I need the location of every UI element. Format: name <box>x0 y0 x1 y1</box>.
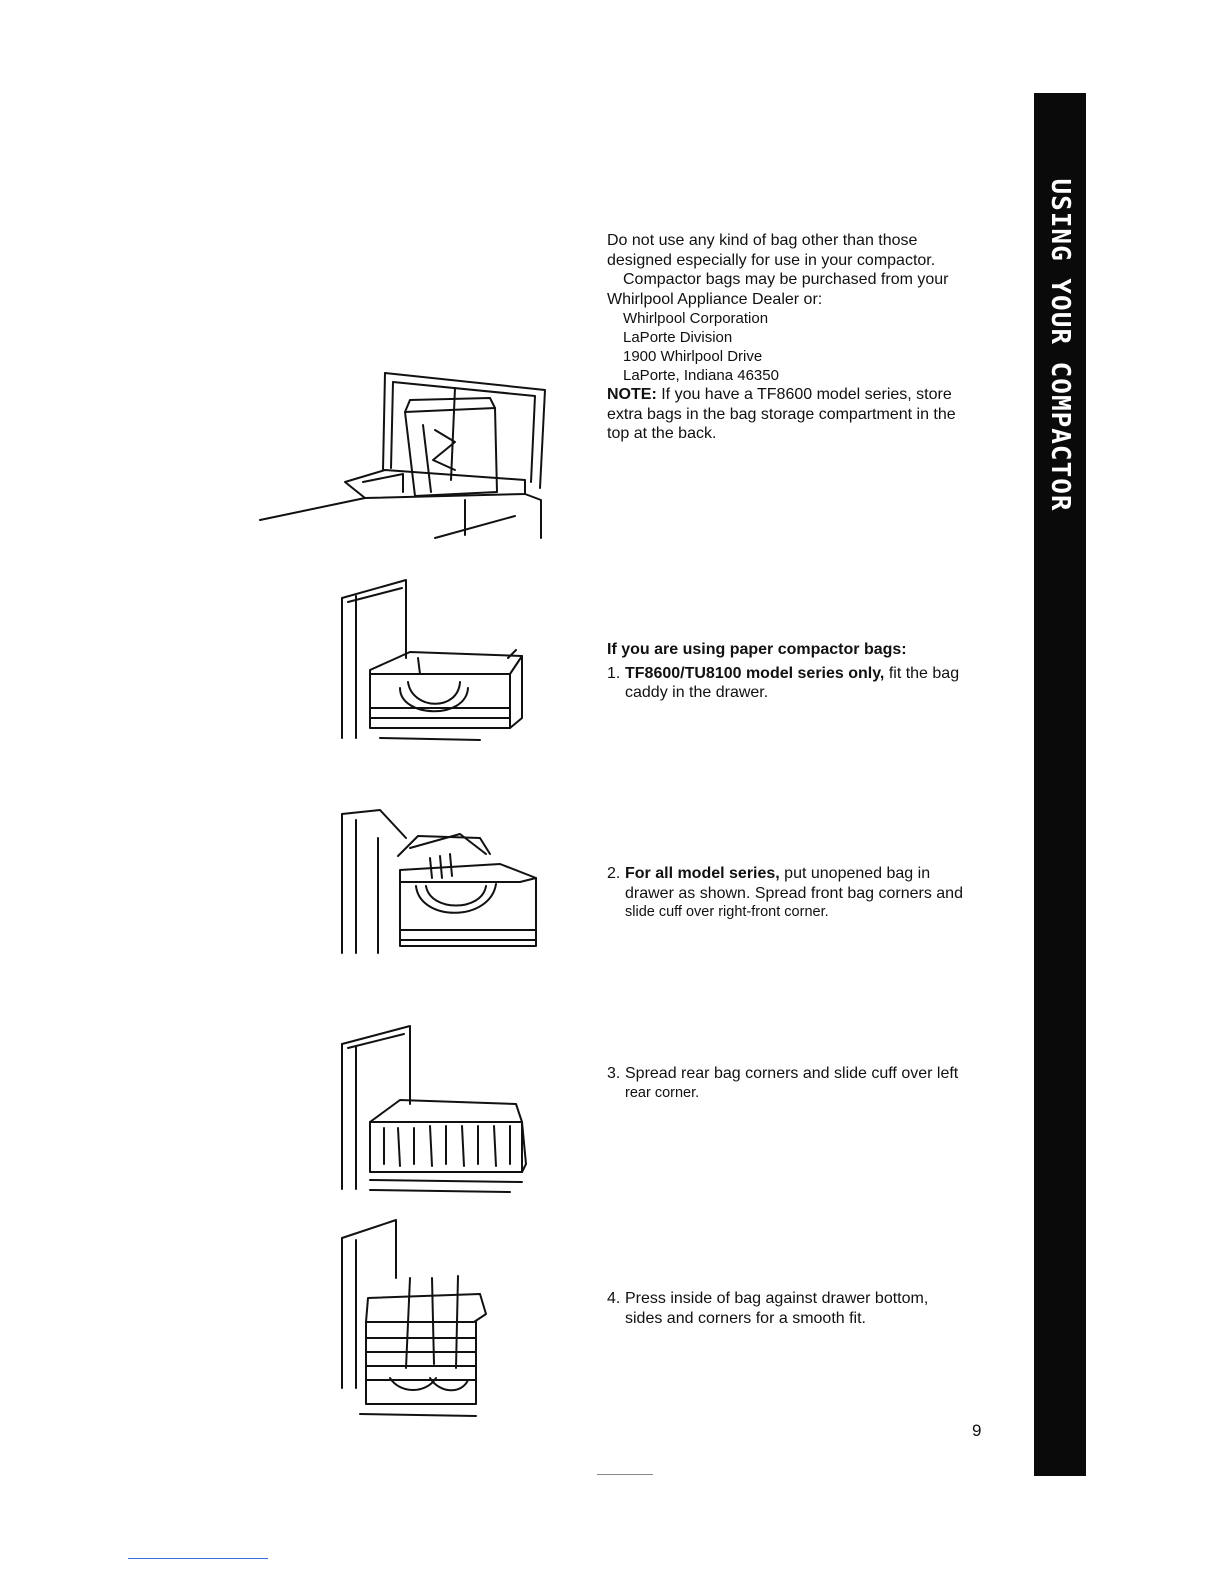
note-line: NOTE: If you have a TF8600 model series,… <box>607 385 997 405</box>
bag-caddy-illustration <box>341 579 523 741</box>
step-number: 3. <box>607 1065 621 1082</box>
note-line: extra bags in the bag storage compartmen… <box>607 405 956 423</box>
note-label: NOTE: <box>607 386 657 403</box>
address-line: Whirlpool Corporation <box>623 310 769 327</box>
footer-rule <box>597 1474 653 1475</box>
step-text: Press inside of bag against drawer botto… <box>625 1290 929 1307</box>
bag-storage-illustration <box>259 372 546 539</box>
step-4: 4. Press inside of bag against drawer bo… <box>607 1289 997 1328</box>
intro-line: Do not use any kind of bag other than th… <box>607 232 918 249</box>
address-line: 1900 Whirlpool Drive <box>623 348 763 365</box>
section-sidebar: USING YOUR COMPACTOR <box>1034 93 1086 1476</box>
step-text: fit the bag <box>884 664 960 682</box>
rear-cuff-illustration <box>341 1025 527 1193</box>
intro-line: Whirlpool Appliance Dealer or: <box>607 290 823 308</box>
step-text: put unopened bag in <box>779 865 931 882</box>
intro-text-block: Do not use any kind of bag other than th… <box>607 231 997 444</box>
step-text: slide cuff over right-front corner. <box>625 904 829 920</box>
press-bag-illustration <box>341 1219 487 1417</box>
step-number: 4. <box>607 1290 621 1307</box>
paper-bags-heading: If you are using paper compactor bags: <box>607 641 907 658</box>
step-number: 2. <box>607 865 621 882</box>
step-bold: TF8600/TU8100 model series only, <box>625 664 885 682</box>
step-text: sides and corners for a smooth fit. <box>625 1309 866 1327</box>
intro-line: designed especially for use in your comp… <box>607 251 936 269</box>
paper-bags-section: If you are using paper compactor bags: 1… <box>607 640 997 703</box>
link-underline <box>128 1558 268 1559</box>
intro-line: Compactor bags may be purchased from you… <box>623 271 949 288</box>
bag-in-drawer-illustration <box>341 809 537 954</box>
step-number: 1. <box>607 664 621 682</box>
note-line: top at the back. <box>607 425 717 442</box>
step-text: Spread rear bag corners and slide cuff o… <box>625 1065 959 1082</box>
address-line: LaPorte Division <box>623 329 733 346</box>
step-1: 1. TF8600/TU8100 model series only, fit … <box>607 664 997 703</box>
step-3: 3. Spread rear bag corners and slide cuf… <box>607 1064 997 1103</box>
sidebar-label: USING YOUR COMPACTOR <box>1045 178 1075 512</box>
step-bold: For all model series, <box>625 865 780 882</box>
step-text: rear corner. <box>625 1084 700 1101</box>
step-2: 2. For all model series, put unopened ba… <box>607 864 997 923</box>
step-text: caddy in the drawer. <box>625 684 769 701</box>
page-number: 9 <box>972 1421 982 1440</box>
note-text: If you have a TF8600 model series, store <box>656 386 952 403</box>
address-line: LaPorte, Indiana 46350 <box>623 367 779 384</box>
step-text: drawer as shown. Spread front bag corner… <box>625 884 963 902</box>
